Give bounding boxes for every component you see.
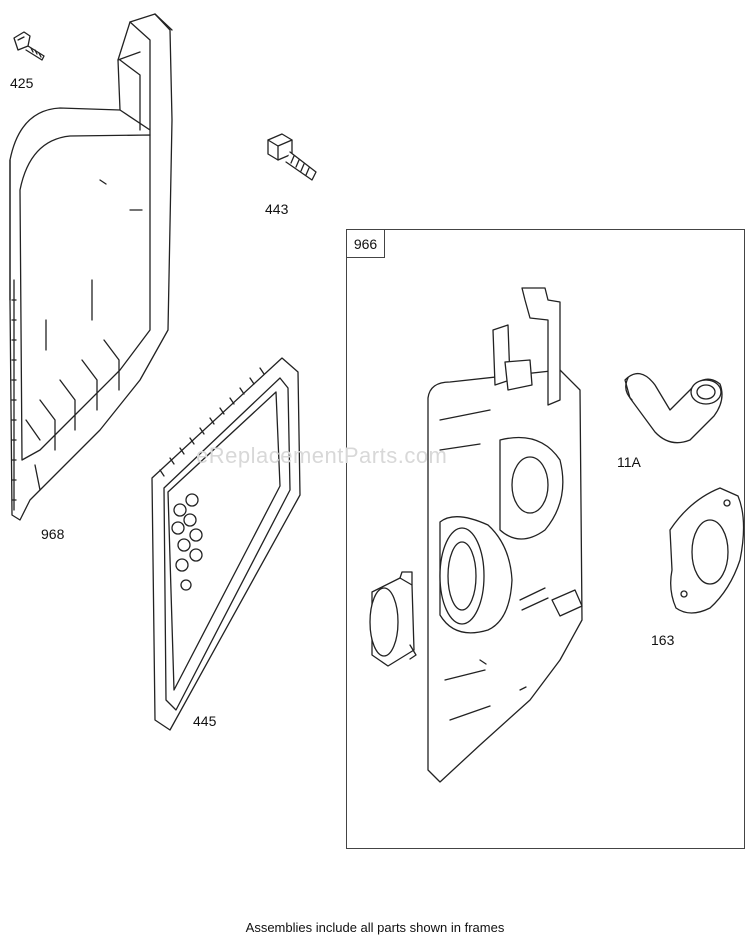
cap-illustration [369,571,417,667]
part-label-968: 968 [41,526,65,542]
footnote: Assemblies include all parts shown in fr… [245,920,505,935]
part-label-163: 163 [651,632,675,648]
air-cleaner-base-968-illustration [9,13,173,521]
screw-425-illustration [13,31,45,61]
assembly-frame-966: 966 [346,229,745,849]
part-label-445: 445 [193,713,217,729]
part-label-425: 425 [10,75,34,91]
gasket-163-illustration [669,487,745,614]
part-label-11a: 11A [617,454,641,470]
air-filter-445-illustration [151,357,301,731]
part-label-966: 966 [347,230,385,258]
air-cleaner-assembly-966-illustration [427,287,583,783]
part-label-443: 443 [265,201,289,217]
watermark: eReplacementParts.com [196,443,448,468]
screw-443-illustration [267,133,317,181]
elbow-11a-illustration [624,373,723,444]
